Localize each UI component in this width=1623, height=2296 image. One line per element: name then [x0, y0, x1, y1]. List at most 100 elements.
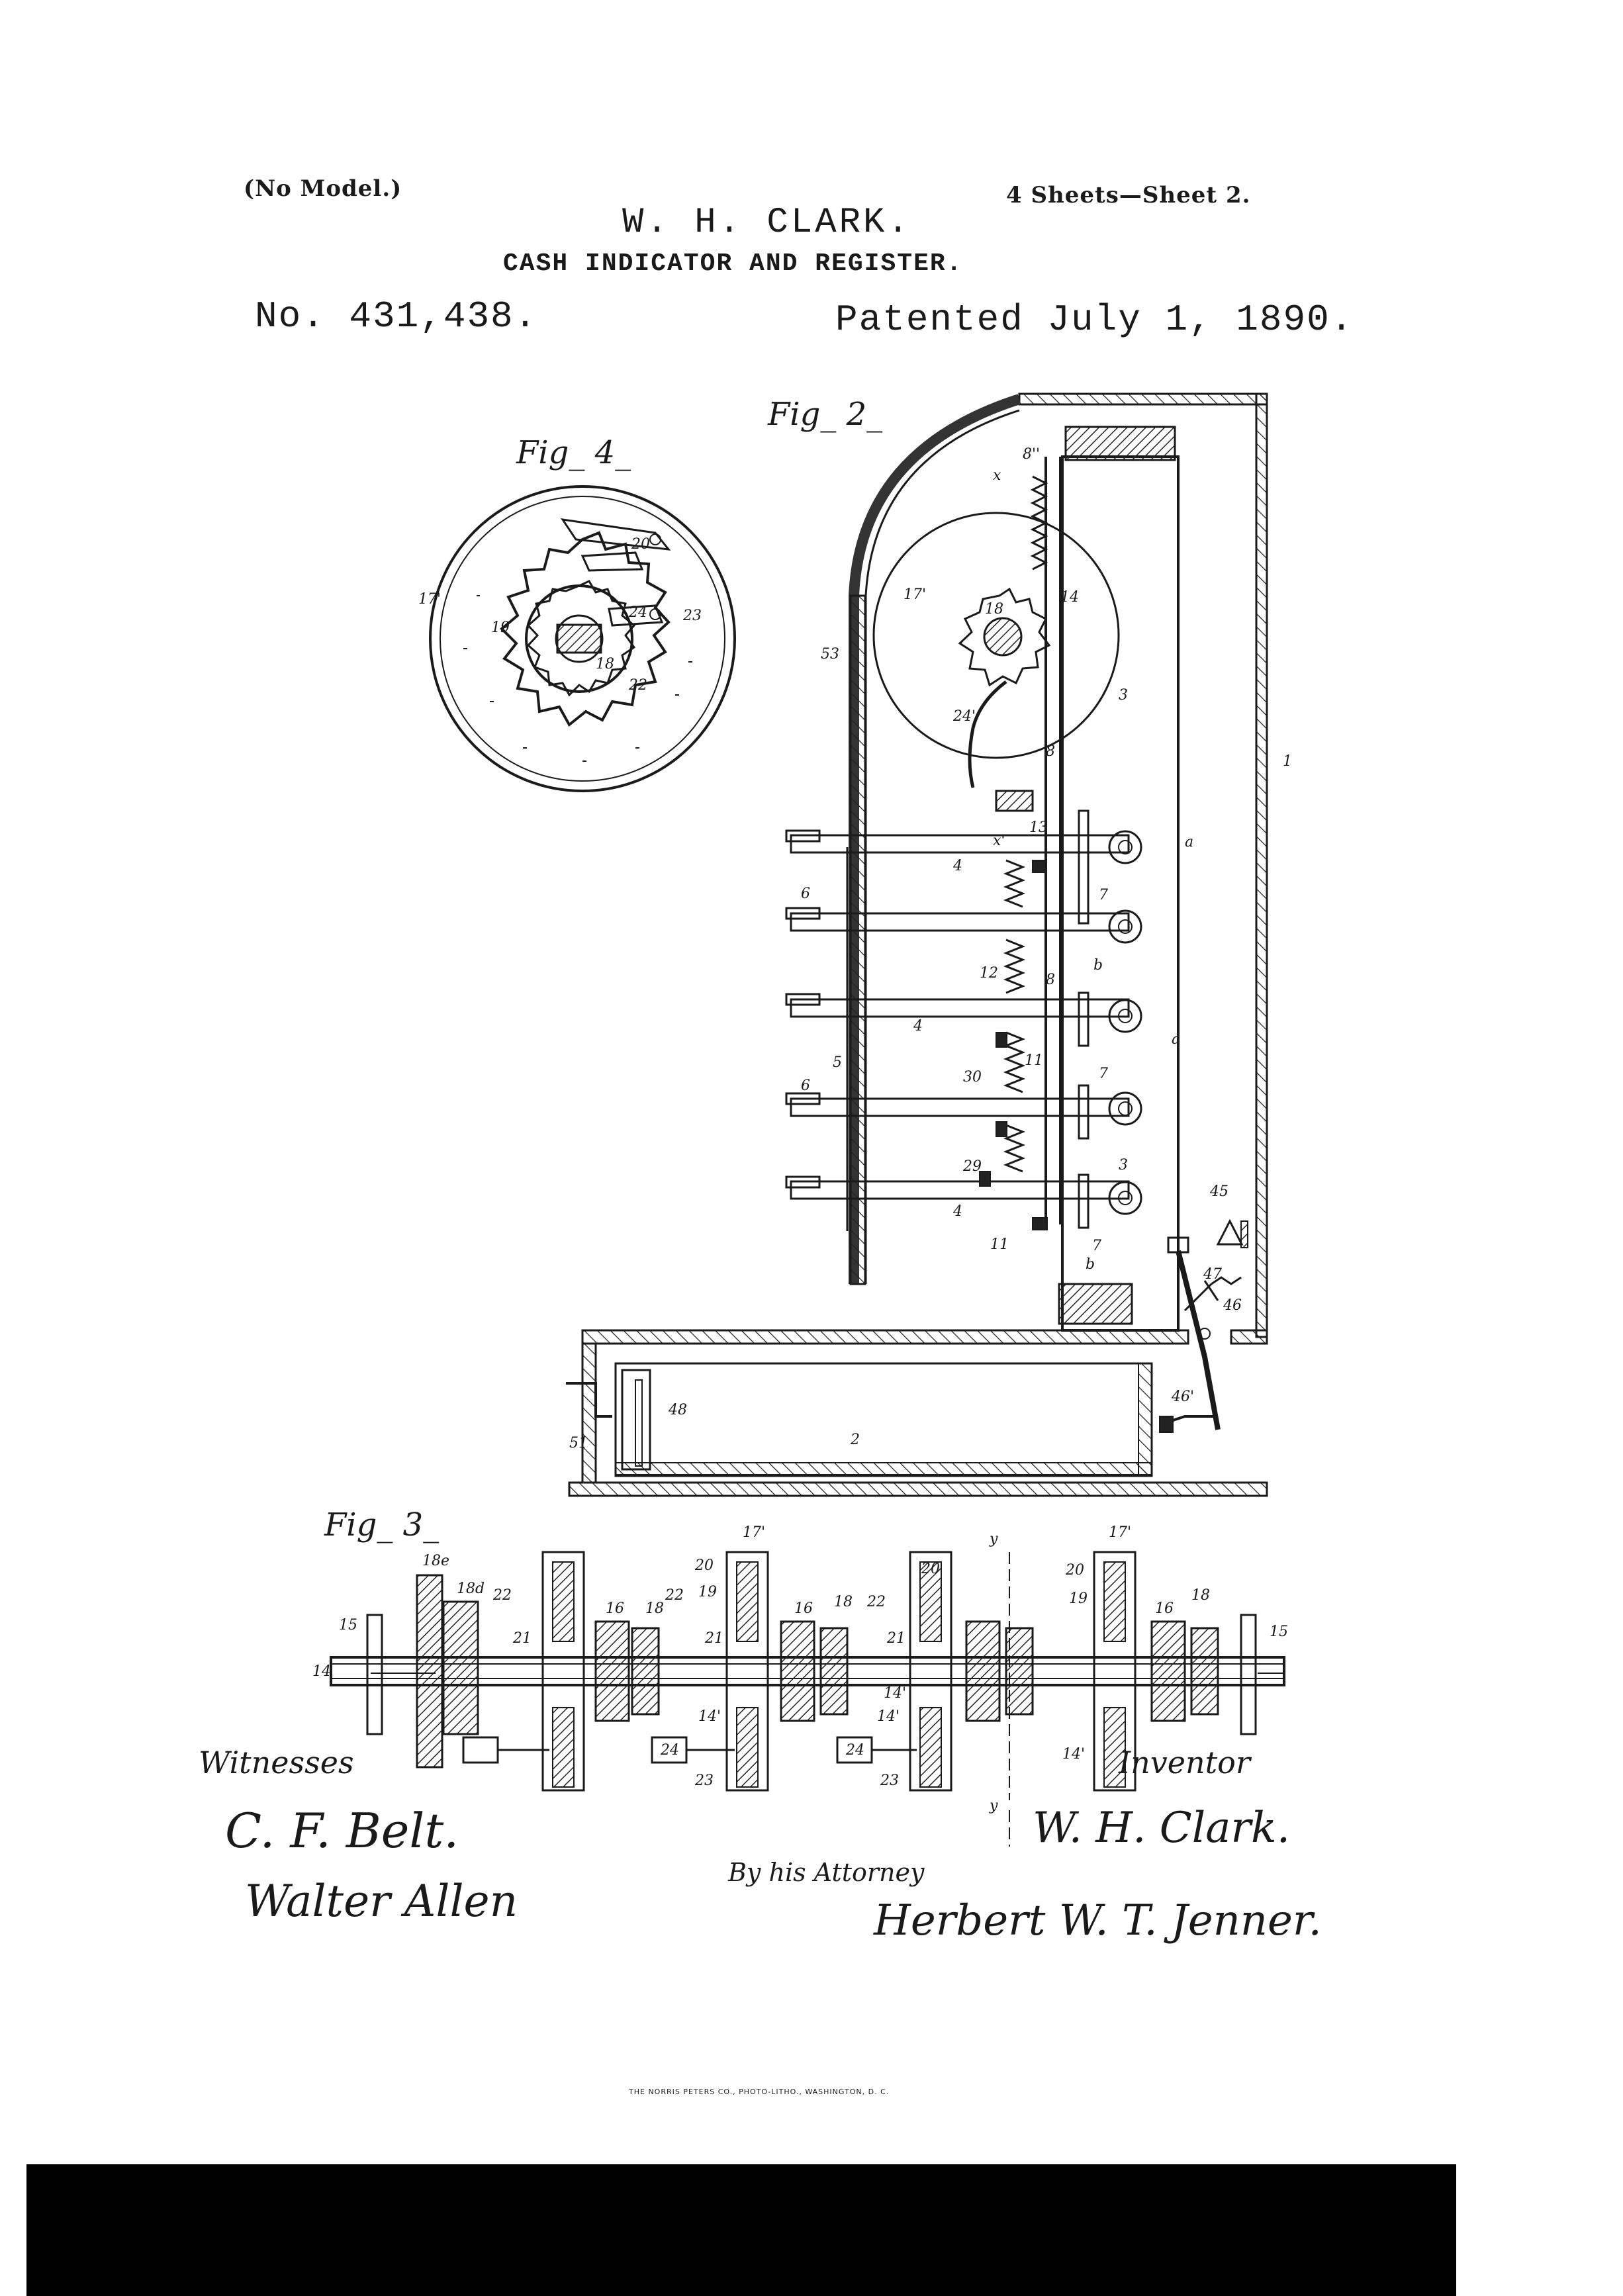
fig2-ref: 46': [1172, 1389, 1195, 1405]
fig2-ref: 7: [1099, 887, 1108, 903]
fig4-ref: 20: [631, 536, 650, 553]
fig3-ref: 18: [645, 1600, 664, 1617]
attorney-signature: Herbert W. T. Jenner.: [874, 1896, 1322, 1945]
fig3-shaft-drawing: [330, 1551, 1285, 1847]
fig3-ref: 23: [695, 1772, 714, 1789]
witness-signature-1: C. F. Belt.: [225, 1803, 459, 1859]
fig2-ref: 46: [1223, 1297, 1242, 1314]
fig3-ref: 15: [339, 1617, 357, 1633]
fig2-ref: 5: [833, 1054, 842, 1071]
fig2-ref: 18: [985, 601, 1003, 618]
fig3-ref: 18: [1191, 1587, 1210, 1604]
fig3-ref: 24: [846, 1742, 864, 1759]
fig4-ref: 24: [629, 604, 647, 621]
no-model-label: (No Model.): [244, 175, 402, 202]
fig3-ref: 14: [312, 1663, 331, 1680]
fig2-ref: 2: [851, 1432, 860, 1448]
fig3-ref: y: [990, 1531, 998, 1547]
fig3-ref: 24: [661, 1742, 679, 1759]
fig4-disc-drawing: [429, 485, 736, 792]
fig3-ref: 18: [834, 1594, 853, 1610]
fig4-ref: 22: [629, 677, 647, 694]
key-levers: [785, 809, 1142, 1229]
fig2-ref: 4: [913, 1018, 923, 1034]
fig3-wheels: [541, 1551, 1136, 1792]
inventor-name: W. H. CLARK.: [622, 203, 911, 243]
fig2-cabinet-drawing: [566, 392, 1268, 1497]
fig4-ref: 19: [491, 620, 510, 636]
fig2-ref: 12: [980, 965, 998, 982]
fig3-ref: 14': [698, 1708, 721, 1725]
fig3-ref: 22: [493, 1587, 512, 1604]
fig3-ref: 14': [877, 1708, 900, 1725]
fig3-ref: 15: [1270, 1624, 1288, 1640]
patent-date: Patented July 1, 1890.: [835, 298, 1354, 341]
fig3-ref: 16: [1155, 1600, 1174, 1617]
fig3-ref: 20: [1066, 1562, 1084, 1579]
fig3-ref: 21: [887, 1630, 905, 1647]
fig3-ref: 20: [921, 1561, 940, 1577]
fig3-ref: 22: [665, 1587, 684, 1604]
witnesses-label: Witnesses: [199, 1745, 354, 1780]
fig2-ref: x': [993, 833, 1005, 849]
fig2-ref: 8: [1046, 743, 1055, 760]
fig3-ref: 16: [606, 1600, 624, 1617]
fig3-ref: 21: [513, 1630, 532, 1647]
fig2-ref: 24': [953, 708, 976, 725]
fig2-ref: 4: [953, 1203, 962, 1220]
fig4-ref: 23: [683, 608, 702, 624]
fig2-ref: x: [993, 467, 1001, 484]
fig3-ref: 19: [1069, 1590, 1088, 1607]
fig3-ref: 21: [705, 1630, 723, 1647]
fig2-ref: 7: [1092, 1238, 1101, 1254]
fig3-ref: 22: [867, 1594, 886, 1610]
fig4-ref: 17': [418, 591, 441, 608]
fig2-ref: b: [1093, 957, 1103, 974]
fig2-ref: a: [1185, 834, 1194, 850]
fig2-ref: 45: [1210, 1183, 1229, 1200]
fig2-ref: 7: [1099, 1066, 1108, 1082]
fig2-ref: 47: [1203, 1266, 1222, 1283]
witness-signature-2: Walter Allen: [245, 1876, 518, 1927]
inventor-signature: W. H. Clark.: [1033, 1804, 1291, 1853]
printer-credit: THE NORRIS PETERS CO., PHOTO-LITHO., WAS…: [629, 2088, 890, 2096]
fig2-ref: a: [1172, 1031, 1181, 1048]
fig2-ref: 4: [953, 858, 962, 874]
scan-border-bar: [26, 2164, 1456, 2296]
fig2-ref: 11: [1025, 1052, 1043, 1069]
sheet-count: 4 Sheets—Sheet 2.: [1006, 182, 1251, 208]
fig3-ref: 17': [1109, 1524, 1132, 1541]
fig2-ref: 6: [801, 886, 810, 902]
fig2-label: Fig_ 2_: [768, 396, 883, 433]
fig2-ref: 30: [963, 1069, 982, 1085]
fig2-ref: 48: [669, 1402, 687, 1418]
fig3-ref: 18d: [457, 1581, 485, 1597]
fig2-ref: 51: [569, 1435, 588, 1451]
fig2-ref: 1: [1283, 753, 1292, 770]
fig2-ref: 13: [1029, 819, 1048, 836]
fig3-ref: 14': [884, 1685, 907, 1702]
fig4-ref: 18: [596, 656, 614, 672]
fig2-ref: 29: [963, 1158, 982, 1175]
fig2-ref: b: [1086, 1256, 1095, 1273]
fig3-ref: 17': [743, 1524, 766, 1541]
fig2-ref: 11: [990, 1236, 1009, 1253]
fig4-label: Fig_ 4_: [516, 434, 631, 471]
patent-title: CASH INDICATOR AND REGISTER.: [503, 250, 963, 278]
fig2-ref: 3: [1119, 1157, 1128, 1173]
fig3-ref: 18e: [422, 1553, 450, 1569]
fig2-ref: 3: [1119, 687, 1128, 704]
fig2-ref: 6: [801, 1078, 810, 1094]
fig3-ref: 14': [1062, 1746, 1086, 1763]
fig2-ref: 8: [1046, 972, 1055, 988]
attorney-label: By his Attorney: [728, 1858, 925, 1887]
fig3-ref: 20: [695, 1557, 714, 1574]
fig3-ref: 23: [880, 1772, 899, 1789]
patent-number: No. 431,438.: [255, 295, 538, 338]
fig2-ref: 17': [904, 586, 927, 603]
fig3-label: Fig_ 3_: [324, 1506, 440, 1543]
fig2-ref: 14: [1060, 589, 1079, 606]
fig3-ref: 16: [794, 1600, 813, 1617]
fig3-ref: y: [990, 1798, 998, 1814]
